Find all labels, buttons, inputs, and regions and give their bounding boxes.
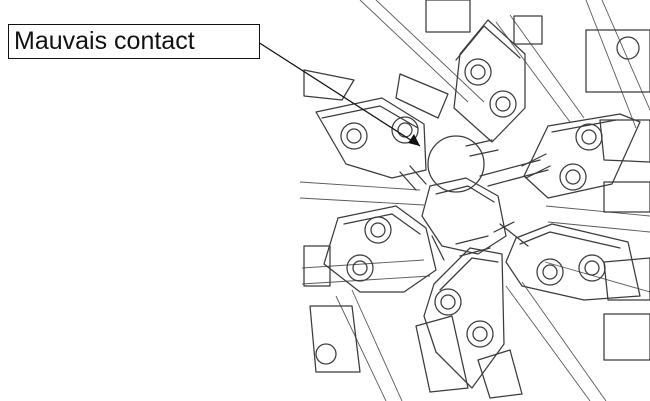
terminal-bottom <box>423 235 505 389</box>
callout-label-text: Mauvais contact <box>14 27 195 55</box>
terminal-bottom-left <box>323 205 445 293</box>
terminal-right <box>521 113 641 199</box>
assembly-view <box>299 0 650 401</box>
terminal-bottom-right <box>493 221 641 301</box>
background-rails <box>299 0 650 401</box>
central-junction <box>421 159 549 255</box>
frame-brackets <box>303 0 650 399</box>
fault-highlight-circle <box>427 135 485 193</box>
callout-label-box: Mauvais contact <box>8 24 260 59</box>
terminal-left <box>315 97 427 191</box>
terminal-top <box>453 19 526 157</box>
callout-leader <box>257 41 421 147</box>
